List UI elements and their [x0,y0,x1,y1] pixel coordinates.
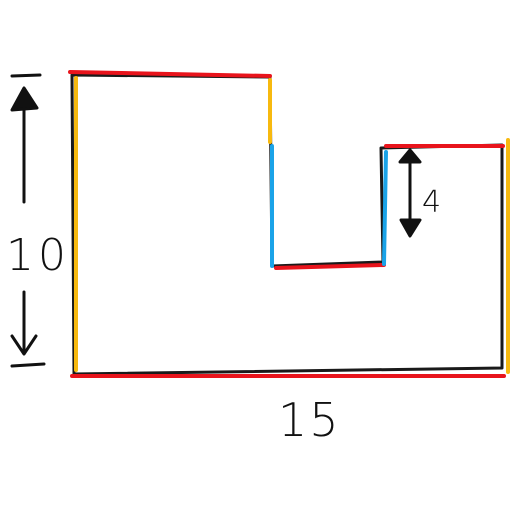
height-label: 10 [6,230,70,281]
edge-highlights [68,70,510,378]
notch-arrow-up-head [398,148,422,164]
height-top-tick [10,73,42,78]
height-dimension [10,73,46,368]
top-left-edge [68,70,272,78]
notch-depth-label: 4 [422,185,441,220]
height-arrow-up-head [10,86,39,112]
outline-path [70,73,504,376]
shape-outline [70,73,504,376]
notch-bottom-edge [274,263,386,270]
width-label: 15 [278,393,341,447]
height-arrow-down-head [10,334,38,356]
notch-depth-dimension [398,148,422,238]
height-bottom-tick [10,362,46,368]
notch-arrow-down-head [399,218,422,238]
notch-right-edge [382,150,388,266]
